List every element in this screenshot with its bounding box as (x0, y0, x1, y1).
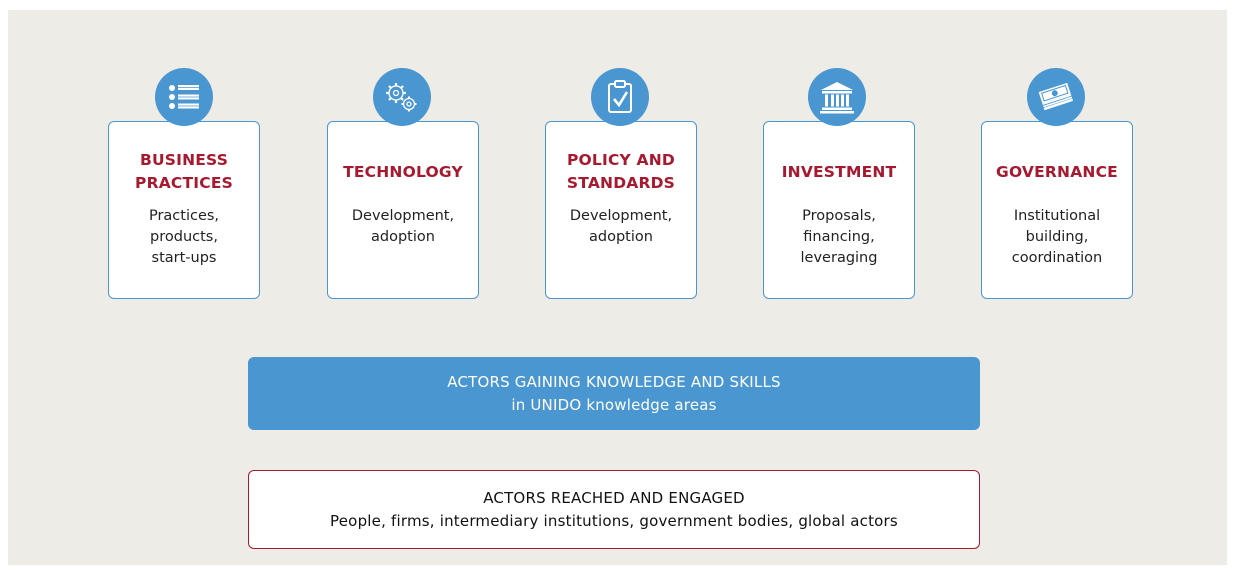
list-icon (155, 68, 213, 126)
card-title: INVESTMENT (781, 162, 897, 181)
gears-icon (373, 68, 431, 126)
knowledge-bar-heading: ACTORS GAINING KNOWLEDGE AND SKILLS (447, 372, 781, 391)
card-description: Development, adoption (569, 208, 673, 245)
money-stack-icon (1027, 68, 1085, 126)
card-title: GOVERNANCE (996, 162, 1118, 181)
card-description: Proposals, financing, leveraging (800, 208, 878, 266)
card-policy-and-standards: POLICY AND STANDARDS Development, adopti… (545, 121, 697, 299)
reach-engaged-bar: ACTORS REACHED AND ENGAGED People, firms… (248, 470, 980, 549)
card-title: BUSINESS PRACTICES (135, 151, 233, 192)
reach-bar-subtext: People, firms, intermediary institutions… (330, 511, 898, 530)
reach-bar-heading: ACTORS REACHED AND ENGAGED (483, 488, 745, 507)
card-investment: INVESTMENT Proposals, financing, leverag… (763, 121, 915, 299)
card-title: TECHNOLOGY (343, 162, 463, 181)
card-business-practices: BUSINESS PRACTICES Practices, products, … (108, 121, 260, 299)
card-description: Practices, products, start-ups (148, 208, 220, 266)
card-technology: TECHNOLOGY Development, adoption (327, 121, 479, 299)
card-description: Development, adoption (351, 208, 455, 245)
card-description: Institutional building, coordination (1011, 208, 1103, 266)
knowledge-bar-subtext: in UNIDO knowledge areas (511, 395, 717, 414)
clipboard-check-icon (591, 68, 649, 126)
bank-building-icon (808, 68, 866, 126)
knowledge-skills-bar: ACTORS GAINING KNOWLEDGE AND SKILLS in U… (248, 357, 980, 430)
card-governance: GOVERNANCE Institutional building, coord… (981, 121, 1133, 299)
card-title: POLICY AND STANDARDS (566, 151, 676, 192)
